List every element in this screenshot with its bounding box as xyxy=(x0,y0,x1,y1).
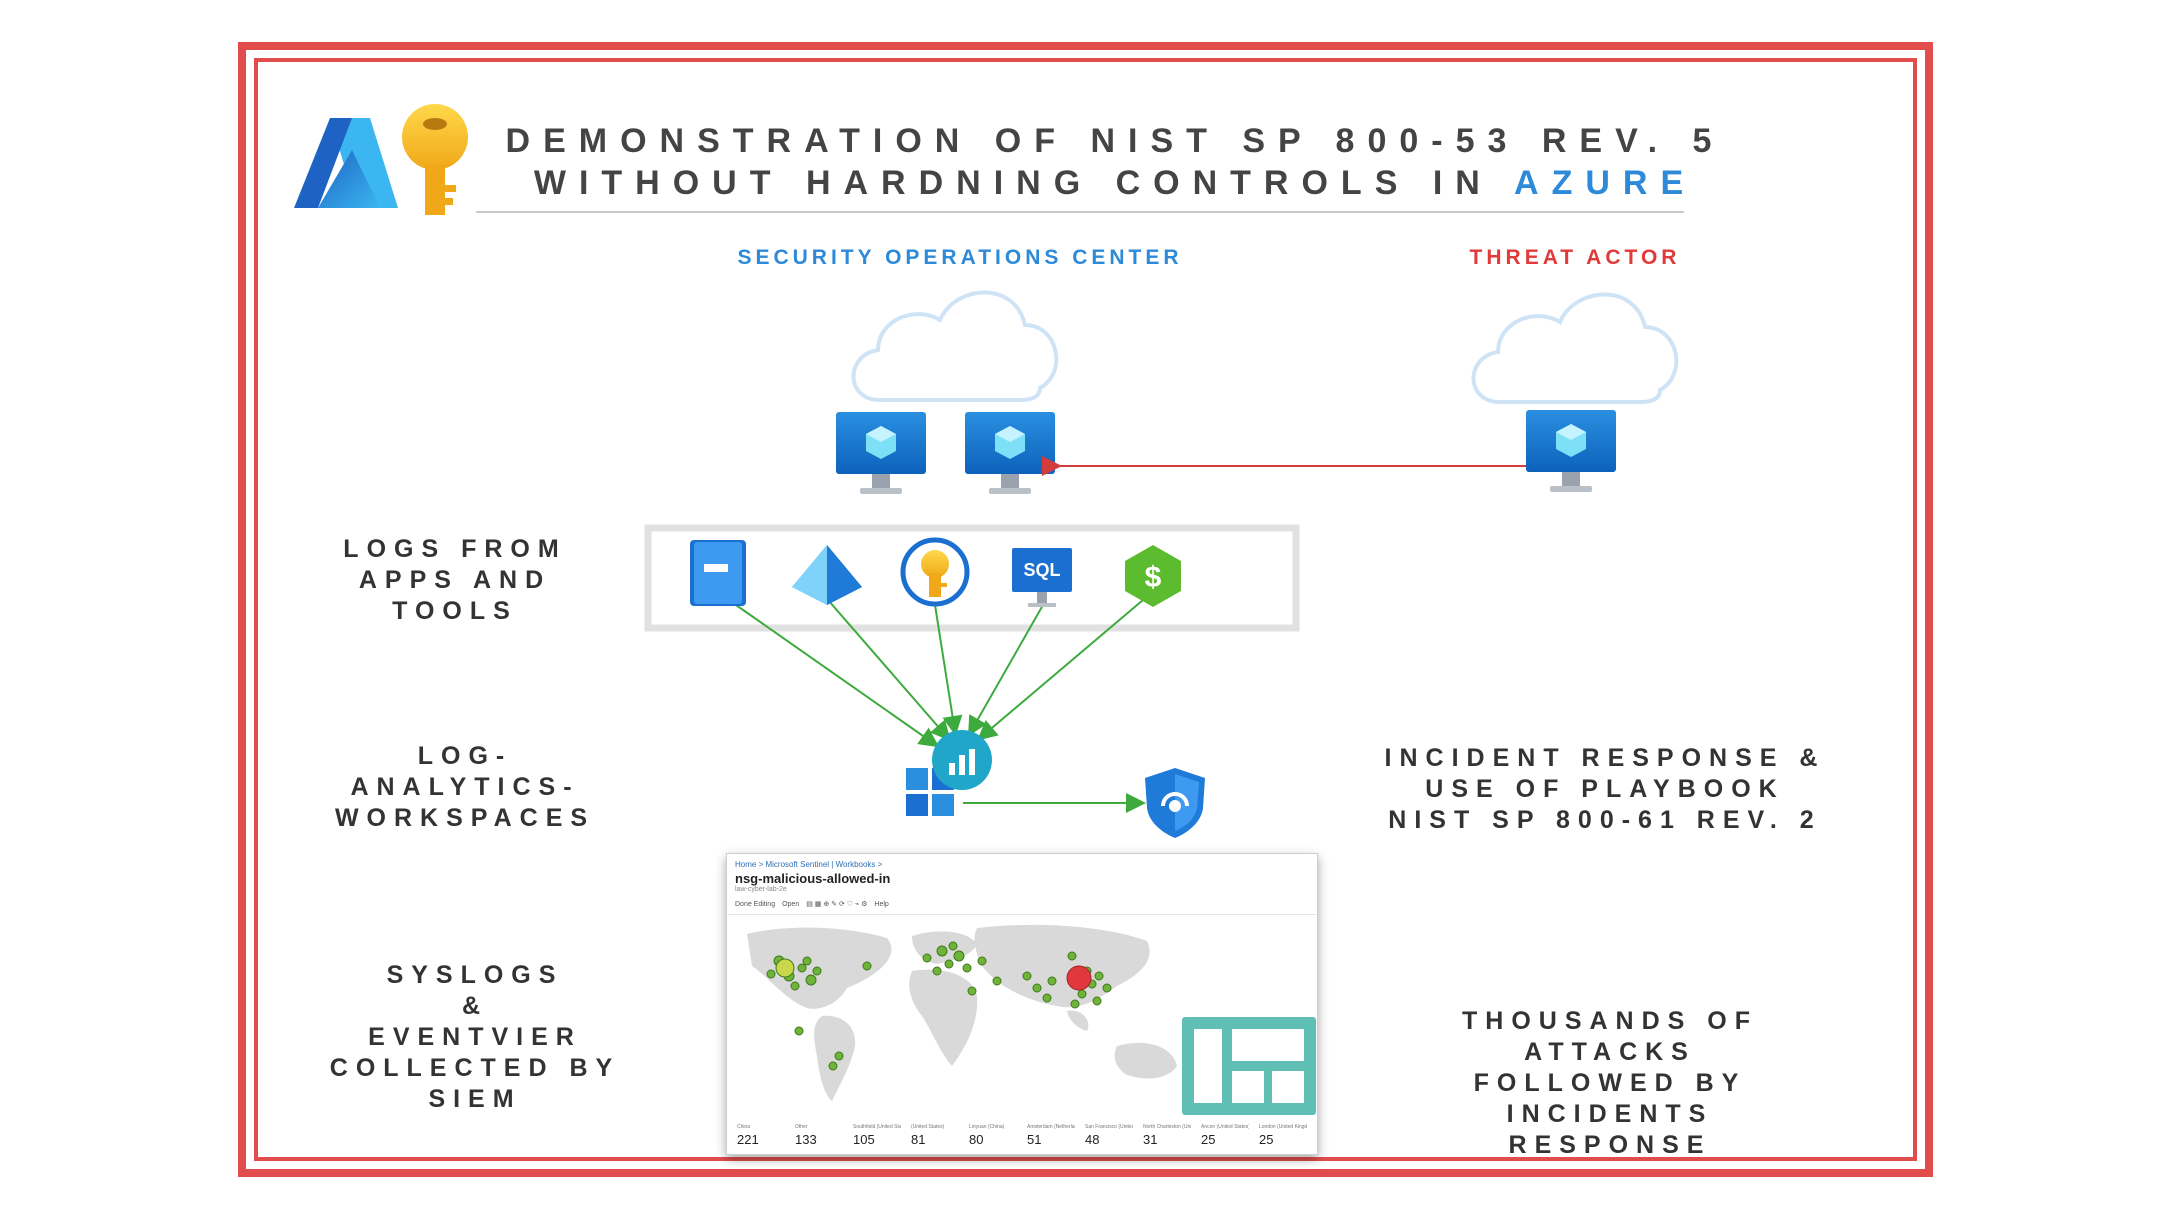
threat-actor-label: THREAT ACTOR xyxy=(1469,246,1681,269)
stat-label: Southfield (United States) xyxy=(853,1124,901,1130)
stat-value: 51 xyxy=(1027,1132,1042,1147)
open-button: Open xyxy=(782,900,800,908)
tools-panel xyxy=(644,524,1300,632)
label-line: EVENTVIER xyxy=(368,1023,582,1051)
workbook-breadcrumb: Home > Microsoft Sentinel | Workbooks > xyxy=(735,860,883,869)
toolbar-icons: ▤ ▦ ⊕ ✎ ⟳ ♡ ⌁ ⚙ xyxy=(806,901,868,908)
label-line: APPS AND xyxy=(358,566,552,594)
stat-item: (United States) 81 xyxy=(911,1124,959,1147)
label-line: LOG- xyxy=(417,742,513,770)
workbook-title: nsg-malicious-allowed-in xyxy=(735,871,891,886)
workbook-toolbar: Done Editing Open ▤ ▦ ⊕ ✎ ⟳ ♡ ⌁ ⚙ Help xyxy=(735,898,889,910)
stat-label: North Charleston (United... xyxy=(1143,1124,1191,1130)
label-line: WORKSPACES xyxy=(334,804,596,832)
vm-monitor-icon xyxy=(1526,410,1616,492)
logs-from-apps-label: LOGS FROM APPS AND TOOLS xyxy=(300,534,610,627)
stat-label: London (United Kingdom) xyxy=(1259,1124,1307,1130)
stat-label: Amsterdam (Netherlands) xyxy=(1027,1124,1075,1130)
thousands-of-attacks-label: THOUSANDS OF ATTACKS FOLLOWED BY INCIDEN… xyxy=(1375,1006,1845,1161)
stat-value: 80 xyxy=(969,1132,984,1147)
stat-item: San Francisco (United Sta... 48 xyxy=(1085,1124,1133,1147)
threat-cloud-icon xyxy=(1471,292,1679,404)
label-line: USE OF PLAYBOOK xyxy=(1425,775,1785,803)
label-line: FOLLOWED BY INCIDENTS xyxy=(1473,1069,1747,1128)
soc-label: SECURITY OPERATIONS CENTER xyxy=(737,246,1183,269)
title-accent: AZURE xyxy=(1514,164,1697,202)
stat-value: 105 xyxy=(853,1132,875,1147)
stat-label: Other xyxy=(795,1124,808,1130)
vm-monitor-icon xyxy=(965,412,1055,494)
key-icon xyxy=(402,104,468,215)
stat-item: Southfield (United States) 105 xyxy=(853,1124,901,1147)
label-line: SYSLOGS xyxy=(386,961,564,989)
dashboard-icon xyxy=(1182,1017,1316,1115)
title-divider xyxy=(476,211,1684,213)
incident-response-label: INCIDENT RESPONSE & USE OF PLAYBOOK NIST… xyxy=(1380,743,1830,836)
storage-book-icon xyxy=(690,540,746,606)
stat-label: San Francisco (United Sta... xyxy=(1085,1124,1133,1130)
page-title-line-1: DEMONSTRATION OF NIST SP 800-53 REV. 5 xyxy=(505,122,1725,160)
page-title-line-2: WITHOUT HARDNING CONTROLS IN AZURE xyxy=(400,164,1830,203)
sql-icon: SQL xyxy=(1012,548,1072,607)
workbook-stats: China 221 Other 133 Southfield (United Sta… xyxy=(737,1124,1307,1147)
stat-item: Other 133 xyxy=(795,1124,843,1147)
workbook-subtitle: law-cyber-lab-2e xyxy=(735,886,787,893)
cost-icon: $ xyxy=(1125,545,1181,607)
inner-border xyxy=(254,58,1917,1161)
log-flow-arrows xyxy=(735,599,1146,813)
label-line: NIST SP 800-61 REV. 2 xyxy=(1388,806,1822,834)
stat-item: Amsterdam (Netherlands) 51 xyxy=(1027,1124,1075,1147)
stat-value: 48 xyxy=(1085,1132,1100,1147)
soc-cloud-icon xyxy=(851,290,1059,402)
stat-value: 25 xyxy=(1259,1132,1274,1147)
stat-value: 31 xyxy=(1143,1132,1158,1147)
stat-label: China xyxy=(737,1124,751,1130)
stat-value: 133 xyxy=(795,1132,817,1147)
label-line: COLLECTED BY SIEM xyxy=(329,1054,621,1113)
label-line: TOOLS xyxy=(392,597,518,625)
stat-item: China 221 xyxy=(737,1124,785,1147)
title-text: WITHOUT HARDNING CONTROLS IN xyxy=(533,164,1493,202)
stat-value: 81 xyxy=(911,1132,926,1147)
outer-border xyxy=(238,42,1933,1177)
label-line: RESPONSE xyxy=(1508,1131,1712,1159)
label-line: INCIDENT RESPONSE & xyxy=(1384,744,1826,772)
syslogs-label: SYSLOGS & EVENTVIER COLLECTED BY SIEM xyxy=(280,960,670,1115)
stat-item: Ancon (United States) 25 xyxy=(1201,1124,1249,1147)
svg-text:$: $ xyxy=(1145,561,1162,594)
label-line: THOUSANDS OF ATTACKS xyxy=(1462,1007,1758,1066)
label-line: LOGS FROM xyxy=(343,535,567,563)
stat-label: Linyuan (China) xyxy=(969,1124,1005,1130)
world-map xyxy=(747,924,1197,1101)
toolbar-divider xyxy=(727,914,1317,915)
azure-logo-icon xyxy=(294,118,398,208)
stat-value: 221 xyxy=(737,1132,759,1147)
done-editing-button: Done Editing xyxy=(735,900,776,908)
log-analytics-icon xyxy=(906,730,992,816)
stat-item: North Charleston (United... 31 xyxy=(1143,1124,1191,1147)
sentinel-shield-icon xyxy=(1145,768,1205,838)
stat-item: Linyuan (China) 80 xyxy=(969,1124,1017,1147)
stat-label: (United States) xyxy=(911,1124,945,1130)
stat-item: London (United Kingdom) 25 xyxy=(1259,1124,1307,1147)
label-line: ANALYTICS- xyxy=(350,773,580,801)
stat-label: Ancon (United States) xyxy=(1201,1124,1249,1130)
svg-text:SQL: SQL xyxy=(1023,560,1060,580)
key-vault-icon xyxy=(900,537,970,607)
china-hotspot xyxy=(1066,965,1092,991)
stat-value: 25 xyxy=(1201,1132,1216,1147)
entra-pyramid-icon xyxy=(792,545,862,605)
vm-monitor-icon xyxy=(836,412,926,494)
label-line: & xyxy=(461,992,489,1020)
help-button: Help xyxy=(874,900,889,908)
log-analytics-label: LOG- ANALYTICS- WORKSPACES xyxy=(300,741,630,834)
